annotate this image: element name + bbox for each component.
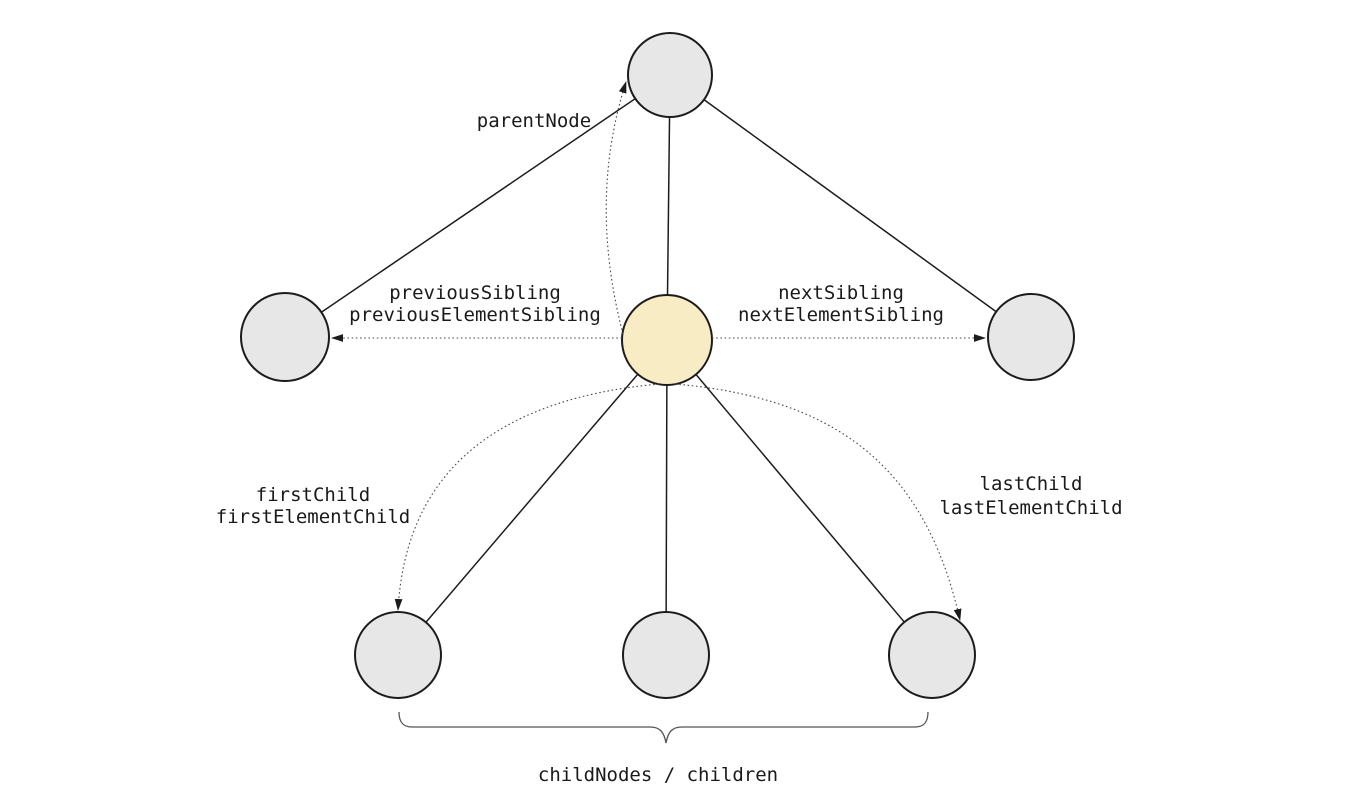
previous-sibling-label-line1: previousSibling <box>389 282 561 304</box>
last-child-label-line1: lastChild <box>980 473 1083 495</box>
navigation-arrows <box>331 81 986 621</box>
edge-current-to-middle-child <box>665 339 668 656</box>
middle-child-node-circle <box>622 611 710 699</box>
edge-parent-to-next-sibling <box>669 74 1032 338</box>
children-brace <box>398 711 929 744</box>
edge-current-to-last-child <box>666 339 933 656</box>
first-child-label-line1: firstChild <box>256 484 370 506</box>
labels: parentNode previousSibling previousEleme… <box>216 110 1123 786</box>
tree-edges <box>284 74 1032 656</box>
last-child-node-circle <box>888 611 976 699</box>
next-sibling-label-line2: nextElementSibling <box>738 304 944 326</box>
parent-node-label: parentNode <box>477 110 591 132</box>
child-nodes-label: childNodes / children <box>538 764 778 786</box>
first-child-node-circle <box>354 611 442 699</box>
last-child-arrow <box>674 383 962 621</box>
edge-current-to-first-child <box>397 339 668 656</box>
next-sibling-label-line1: nextSibling <box>778 282 904 304</box>
first-child-arrow <box>394 383 660 611</box>
next-sibling-node-circle <box>987 293 1075 381</box>
last-child-label-line2: lastElementChild <box>939 497 1122 519</box>
first-child-label-line2: firstElementChild <box>216 506 410 528</box>
tree-nodes <box>240 32 1075 699</box>
previous-sibling-label-line2: previousElementSibling <box>349 304 601 326</box>
parent-node-circle <box>627 32 713 118</box>
parent-node-arrow <box>605 81 627 335</box>
edge-parent-to-prev-sibling <box>284 74 671 338</box>
current-node-circle <box>621 294 713 386</box>
previous-sibling-node-circle <box>240 292 330 382</box>
